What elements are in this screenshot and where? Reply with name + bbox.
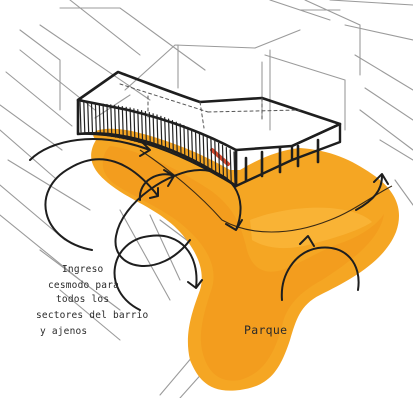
park-label: Parque — [244, 323, 287, 337]
annotation-line: todos los — [56, 294, 109, 305]
annotation-note: Ingreso cesmodo para todos los sectores … — [36, 264, 149, 337]
roof-dashed-lines — [120, 84, 300, 128]
annotation-line: y ajenos — [40, 326, 87, 337]
annotation-line: Ingreso — [62, 264, 104, 275]
hatch-stroke — [95, 103, 96, 134]
annotation-line: cesmodo para — [48, 280, 119, 291]
hatch-stroke — [88, 103, 89, 133]
annotation-line: sectores del barrio — [36, 310, 149, 321]
hatch-stroke — [84, 102, 85, 132]
hatch-stroke — [80, 102, 81, 132]
arrow-loop-bottom — [115, 236, 202, 310]
